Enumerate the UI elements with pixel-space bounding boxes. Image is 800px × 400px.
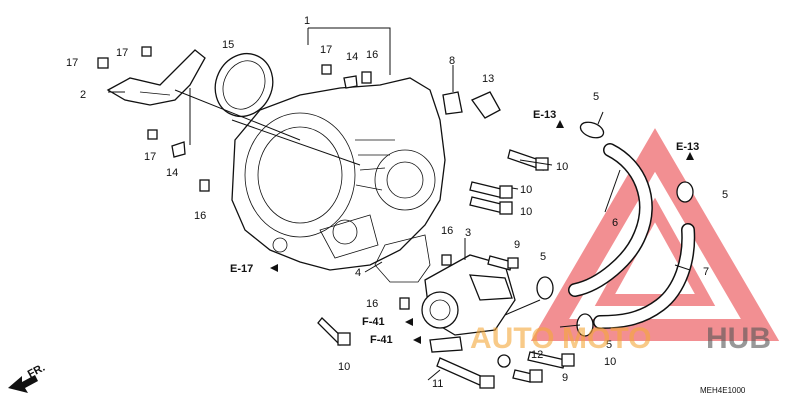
callout-5b: 5: [722, 189, 728, 201]
callout-15: 15: [222, 39, 234, 51]
front-arrow: FR.: [8, 362, 47, 393]
callout-17b: 17: [116, 47, 128, 59]
callout-10c: 10: [520, 206, 532, 218]
callout-3: 3: [465, 227, 471, 239]
water-pump: [421, 254, 516, 353]
callout-16a: 16: [366, 49, 378, 61]
callout-2: 2: [80, 89, 86, 101]
callout-16d: 16: [366, 298, 378, 310]
callout-11: 11: [432, 378, 443, 390]
reference-labels: E-13 E-13 E-17 F-41 F-41: [230, 109, 699, 346]
callout-12: 12: [531, 349, 543, 361]
bolts: [97, 46, 575, 389]
ref-e13-left: E-13: [533, 109, 556, 121]
callout-4: 4: [355, 267, 361, 279]
small-bracket: [442, 91, 463, 115]
callout-9b: 9: [562, 372, 568, 384]
ref-e17: E-17: [230, 263, 253, 275]
callout-8: 8: [449, 55, 455, 67]
callout-10a: 10: [556, 161, 568, 173]
watermark-auto: AUTO: [470, 322, 554, 355]
callout-10d: 10: [338, 361, 350, 373]
watermark-text: AUTO MOTO HUB: [470, 322, 771, 355]
front-label: FR.: [26, 362, 47, 381]
callout-17c: 17: [144, 151, 156, 163]
callout-10b: 10: [520, 184, 532, 196]
ref-f41-upper: F-41: [362, 316, 385, 328]
callout-9a: 9: [514, 239, 520, 251]
callout-16b: 16: [194, 210, 206, 222]
callout-1: 1: [304, 15, 310, 27]
callout-5d: 5: [606, 339, 612, 351]
hose-clamps: [536, 121, 694, 337]
dowel-pins: [171, 71, 452, 310]
water-hoses: [568, 143, 696, 329]
cover-bracket: [106, 49, 206, 106]
callout-5c: 5: [540, 251, 546, 263]
callout-6: 6: [612, 217, 618, 229]
callout-5a: 5: [593, 91, 599, 103]
diagram-code: MEH4E1000: [700, 386, 746, 395]
callout-numbers: 1 2 3 4 5 5 5 5 6 7 8 9 9 10 10 10 10 10…: [66, 15, 728, 390]
leader-lines: [108, 27, 691, 381]
ref-f41-lower: F-41: [370, 334, 393, 346]
watermark-moto: MOTO: [562, 322, 651, 355]
pump-gasket: [374, 234, 431, 283]
callout-17a: 17: [66, 57, 78, 69]
callout-14a: 14: [346, 51, 358, 63]
callout-14b: 14: [166, 167, 178, 179]
ref-e13-right: E-13: [676, 141, 699, 153]
watermark-hub: HUB: [706, 322, 771, 355]
callout-17d: 17: [320, 44, 332, 56]
hose-clip: [471, 91, 501, 119]
callout-16c: 16: [441, 225, 453, 237]
callout-7: 7: [703, 266, 709, 278]
callout-13: 13: [482, 73, 494, 85]
clutch-cover: [231, 77, 446, 271]
callout-10e: 10: [604, 356, 616, 368]
oil-seal-ring: [214, 53, 274, 117]
